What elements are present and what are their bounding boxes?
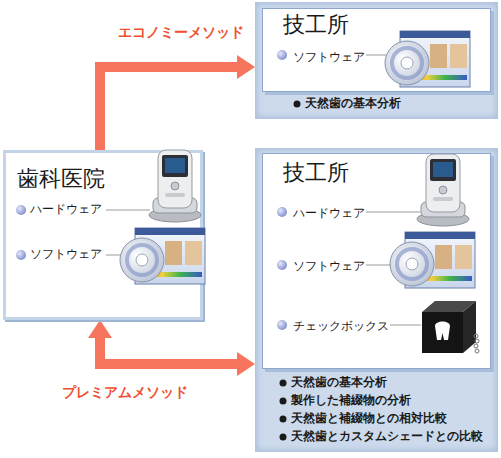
item-label: ソフトウェア — [293, 259, 383, 273]
lab-panel: 技工所ソフトウェア — [262, 8, 491, 92]
method-arrow — [100, 67, 237, 150]
feature-item: 製作した補綴物の分析 — [291, 393, 496, 407]
site-heading: 技工所 — [283, 12, 383, 38]
feature-item: 天然歯の基本分析 — [291, 375, 496, 389]
lab-frame: 技工所ハードウェアソフトウェアチェックボックス天然歯の基本分析製作した補綴物の分… — [255, 148, 498, 452]
item-label: ソフトウェア — [30, 247, 120, 261]
method-arrow — [100, 338, 237, 364]
item-label: ソフトウェア — [293, 50, 383, 64]
edge-label: エコノミーメソッド — [118, 24, 268, 41]
site-heading: 歯科医院 — [17, 166, 147, 192]
clinic-box: 歯科医院ハードウェアソフトウェア — [3, 150, 203, 320]
feature-item: 天然歯とカスタムシェードとの比較 — [291, 429, 496, 443]
lab-panel: 技工所ハードウェアソフトウェアチェックボックス — [262, 153, 491, 369]
feature-item: 天然歯と補綴物との相対比較 — [291, 411, 496, 425]
lab-frame: 技工所ソフトウェア天然歯の基本分析 — [255, 2, 498, 119]
feature-item: 天然歯の基本分析 — [305, 96, 490, 110]
edge-label: プレミアムメソッド — [62, 384, 222, 401]
site-heading: 技工所 — [283, 160, 383, 186]
item-label: チェックボックス — [293, 319, 403, 333]
item-label: ハードウェア — [293, 206, 383, 220]
item-label: ハードウェア — [30, 202, 120, 216]
